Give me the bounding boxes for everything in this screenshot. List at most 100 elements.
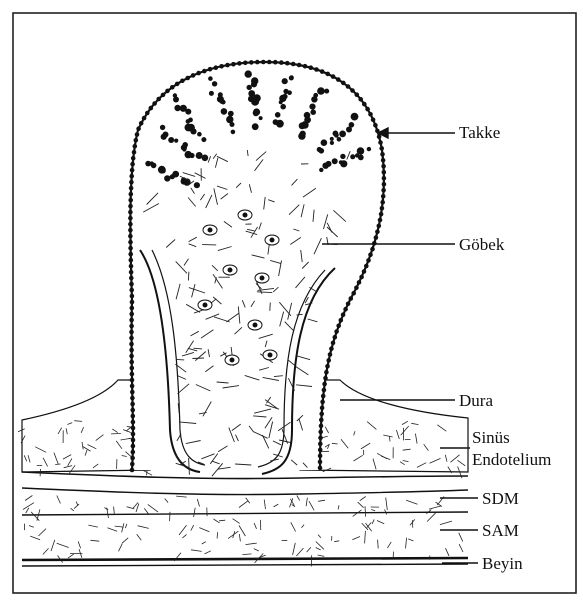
bead-cell bbox=[130, 378, 135, 383]
bead-cell bbox=[318, 460, 323, 465]
bead-cell bbox=[136, 126, 141, 131]
cap-cell bbox=[245, 70, 252, 77]
core-cell-nucleus bbox=[208, 228, 212, 232]
bead-cell bbox=[303, 64, 308, 69]
bead-cell bbox=[373, 123, 378, 128]
bead-cell bbox=[175, 82, 180, 87]
core-cell-nucleus bbox=[203, 303, 207, 307]
label-beyin: Beyin bbox=[482, 554, 523, 573]
cap-cell bbox=[182, 142, 188, 148]
bead-cell bbox=[370, 247, 375, 252]
bead-cell bbox=[382, 176, 387, 181]
bead-cell bbox=[378, 218, 383, 223]
bead-cell bbox=[129, 282, 134, 287]
bead-cell bbox=[231, 62, 236, 67]
cap-cell bbox=[367, 147, 371, 151]
bead-cell bbox=[323, 376, 328, 381]
bead-cell bbox=[130, 390, 135, 395]
cap-cell bbox=[283, 89, 288, 94]
cap-cell bbox=[208, 76, 213, 81]
bead-cell bbox=[139, 121, 144, 126]
bead-cell bbox=[161, 93, 166, 98]
bead-cell bbox=[129, 264, 134, 269]
label-takke: Takke bbox=[459, 123, 500, 142]
bead-cell bbox=[129, 312, 134, 317]
cap-cell bbox=[197, 132, 202, 137]
bead-cell bbox=[129, 270, 134, 275]
bead-cell bbox=[328, 352, 333, 357]
bead-cell bbox=[325, 72, 330, 77]
bead-cell bbox=[380, 200, 385, 205]
bead-cell bbox=[130, 468, 135, 473]
bead-cell bbox=[196, 71, 201, 76]
bead-cell bbox=[130, 294, 135, 299]
bead-cell bbox=[131, 420, 136, 425]
cap-cell bbox=[330, 141, 334, 145]
cap-cell bbox=[275, 112, 281, 118]
bead-cell bbox=[341, 81, 346, 86]
cap-cell bbox=[309, 104, 315, 110]
cap-cell bbox=[319, 168, 323, 172]
bead-cell bbox=[149, 106, 154, 111]
cap-cell bbox=[351, 113, 359, 121]
bead-cell bbox=[334, 329, 339, 334]
bead-cell bbox=[133, 144, 138, 149]
bead-cell bbox=[170, 85, 175, 90]
bead-cell bbox=[152, 101, 157, 106]
cap-cell bbox=[324, 89, 329, 94]
cap-cell bbox=[163, 132, 169, 138]
bead-cell bbox=[371, 117, 376, 122]
cap-cell bbox=[209, 91, 214, 96]
bead-cell bbox=[368, 252, 373, 257]
bead-cell bbox=[130, 402, 135, 407]
trabecula bbox=[270, 303, 271, 311]
label-endotelium: Endotelium bbox=[472, 450, 551, 469]
bead-cell bbox=[318, 430, 323, 435]
bead-cell bbox=[130, 396, 135, 401]
bead-cell bbox=[368, 112, 373, 117]
cap-cell bbox=[259, 116, 263, 120]
bead-cell bbox=[202, 69, 207, 74]
bead-cell bbox=[261, 60, 266, 65]
bead-cell bbox=[354, 286, 359, 291]
bead-cell bbox=[279, 60, 284, 65]
bead-cell bbox=[355, 92, 360, 97]
core-cell-nucleus bbox=[260, 276, 264, 280]
bead-cell bbox=[318, 454, 323, 459]
bead-cell bbox=[131, 444, 136, 449]
tissue-fiber bbox=[429, 556, 430, 560]
cap-cell bbox=[194, 182, 200, 188]
label-gobek: Göbek bbox=[459, 235, 505, 254]
bead-cell bbox=[142, 116, 147, 121]
cap-cell bbox=[231, 130, 236, 135]
bead-cell bbox=[341, 312, 346, 317]
bead-cell bbox=[320, 69, 325, 74]
bead-cell bbox=[357, 280, 362, 285]
bead-cell bbox=[129, 324, 134, 329]
bead-cell bbox=[381, 194, 386, 199]
cap-cell bbox=[321, 139, 328, 146]
bead-cell bbox=[219, 64, 224, 69]
bead-cell bbox=[318, 466, 323, 471]
bead-cell bbox=[381, 164, 386, 169]
bead-cell bbox=[128, 210, 133, 215]
bead-cell bbox=[351, 291, 356, 296]
bead-cell bbox=[379, 146, 384, 151]
bead-cell bbox=[382, 182, 387, 187]
cap-cell bbox=[182, 147, 186, 151]
bead-cell bbox=[128, 216, 133, 221]
bead-cell bbox=[131, 426, 136, 431]
cap-cell bbox=[319, 148, 325, 154]
bead-cell bbox=[318, 448, 323, 453]
cap-cell bbox=[220, 100, 224, 104]
bead-cell bbox=[129, 288, 134, 293]
bead-cell bbox=[135, 132, 140, 137]
cap-cell bbox=[252, 123, 259, 130]
label-dura: Dura bbox=[459, 391, 493, 410]
label-sam: SAM bbox=[482, 521, 519, 540]
cap-cell bbox=[230, 122, 235, 127]
bead-cell bbox=[243, 61, 248, 66]
cap-cell bbox=[298, 132, 305, 139]
bead-cell bbox=[322, 388, 327, 393]
bead-cell bbox=[381, 158, 386, 163]
